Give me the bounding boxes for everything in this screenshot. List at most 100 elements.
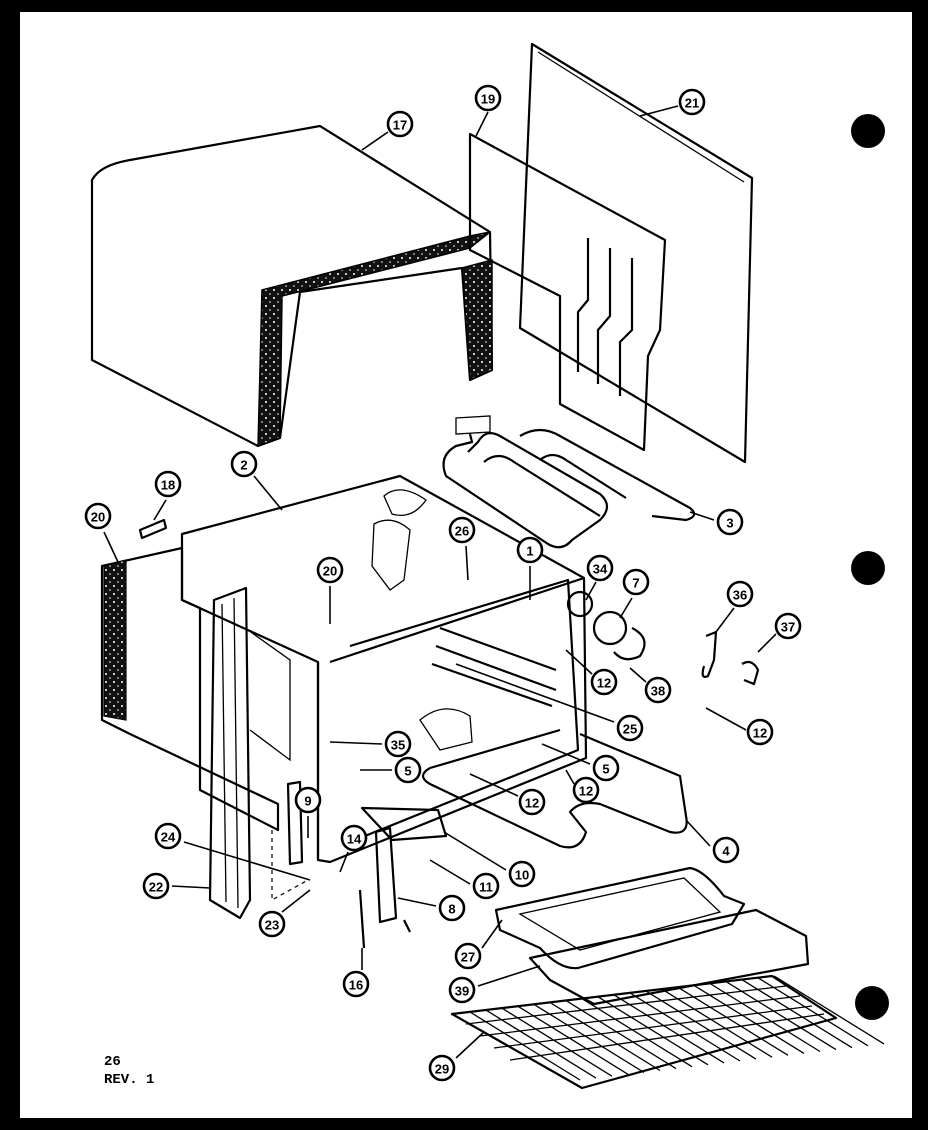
callout-bubble xyxy=(508,860,536,888)
leader-line xyxy=(585,581,597,601)
broil-pan-insert xyxy=(528,908,810,1006)
callout-29: 29 xyxy=(428,1054,456,1082)
callout-bubble xyxy=(518,788,546,816)
callout-26: 26 xyxy=(448,516,476,544)
callout-number: 38 xyxy=(651,684,665,699)
rack-bar xyxy=(533,1003,645,1073)
leader-line xyxy=(475,111,489,137)
callout-bubble xyxy=(716,508,744,536)
leader-line xyxy=(619,597,633,619)
callout-bubble xyxy=(712,836,740,864)
callout-number: 3 xyxy=(726,516,733,531)
callout-18: 18 xyxy=(154,470,182,498)
callout-12: 12 xyxy=(746,718,774,746)
leader-line xyxy=(565,769,575,785)
callout-number: 4 xyxy=(722,844,730,859)
insulation-blanket xyxy=(90,124,494,448)
callout-bubble xyxy=(726,580,754,608)
callout-12: 12 xyxy=(518,788,546,816)
callout-38: 38 xyxy=(644,676,672,704)
rack-bar xyxy=(757,977,869,1047)
callout-number: 16 xyxy=(349,978,363,993)
callout-number: 29 xyxy=(435,1062,449,1077)
leader-line xyxy=(629,667,647,683)
leader-line xyxy=(705,707,747,731)
callout-number: 22 xyxy=(149,880,163,895)
callout-10: 10 xyxy=(508,860,536,888)
callout-bubble xyxy=(774,612,802,640)
leader-line xyxy=(361,131,389,151)
rack-bar xyxy=(677,986,789,1056)
callout-12: 12 xyxy=(590,668,618,696)
callout-number: 34 xyxy=(593,562,608,577)
callout-number: 12 xyxy=(525,796,539,811)
page-number: 26 xyxy=(104,1054,121,1070)
callout-17: 17 xyxy=(386,110,414,138)
callout-23: 23 xyxy=(258,910,286,938)
callout-bubble xyxy=(474,84,502,112)
rack-bar xyxy=(773,975,885,1045)
binder-hole xyxy=(851,114,885,148)
leader-line xyxy=(253,475,283,511)
spring-and-screws xyxy=(138,518,411,949)
leader-line xyxy=(281,889,311,913)
callout-number: 9 xyxy=(304,794,311,809)
callout-number: 39 xyxy=(455,984,469,999)
callout-number: 20 xyxy=(323,564,337,579)
rack-bar xyxy=(565,1000,677,1070)
callout-34: 34 xyxy=(586,554,614,582)
leader-line xyxy=(465,545,469,581)
rack-bar xyxy=(725,981,837,1051)
callout-number: 5 xyxy=(404,764,411,779)
leader-line xyxy=(455,1031,485,1059)
callout-number: 14 xyxy=(347,832,362,847)
callout-number: 25 xyxy=(623,722,637,737)
callout-bubble xyxy=(516,536,544,564)
callout-number: 12 xyxy=(753,726,767,741)
leader-line xyxy=(153,499,167,521)
callout-bubble xyxy=(142,872,170,900)
callout-bubble xyxy=(622,568,650,596)
lower-trim xyxy=(360,806,448,842)
binder-hole xyxy=(855,986,889,1020)
callout-number: 27 xyxy=(461,950,475,965)
leader-line xyxy=(481,919,503,949)
oven-rack xyxy=(450,974,885,1090)
leader-line xyxy=(639,105,679,117)
callout-9: 9 xyxy=(294,786,322,814)
callout-14: 14 xyxy=(340,824,368,852)
callout-number: 20 xyxy=(91,510,105,525)
hidden-line xyxy=(271,830,309,902)
callout-bubble xyxy=(394,756,422,784)
callout-bubble xyxy=(644,676,672,704)
leader-line xyxy=(477,965,541,987)
callout-3: 3 xyxy=(716,508,744,536)
callout-bubble xyxy=(316,556,344,584)
callout-number: 8 xyxy=(448,902,455,917)
callout-number: 21 xyxy=(685,96,699,111)
callout-bubble xyxy=(454,942,482,970)
rack-bar xyxy=(629,992,741,1062)
callout-bubble xyxy=(428,1054,456,1082)
callout-25: 25 xyxy=(616,714,644,742)
callout-bubble xyxy=(448,516,476,544)
callout-bubble xyxy=(294,786,322,814)
rack-bar xyxy=(469,1011,581,1081)
callout-20: 20 xyxy=(316,556,344,584)
rack-bar xyxy=(501,1007,613,1077)
callout-36: 36 xyxy=(726,580,754,608)
revision-label: REV. 1 xyxy=(104,1072,155,1088)
broil-element xyxy=(442,415,696,549)
callout-number: 17 xyxy=(393,118,407,133)
leader-line xyxy=(565,649,593,675)
callout-5: 5 xyxy=(592,754,620,782)
callout-number: 23 xyxy=(265,918,279,933)
leader-line xyxy=(541,743,591,765)
leader-line xyxy=(455,663,615,723)
callout-bubble xyxy=(84,502,112,530)
door-frame-rail xyxy=(208,586,291,920)
callout-11: 11 xyxy=(472,872,500,900)
rack-bar xyxy=(549,1001,661,1072)
